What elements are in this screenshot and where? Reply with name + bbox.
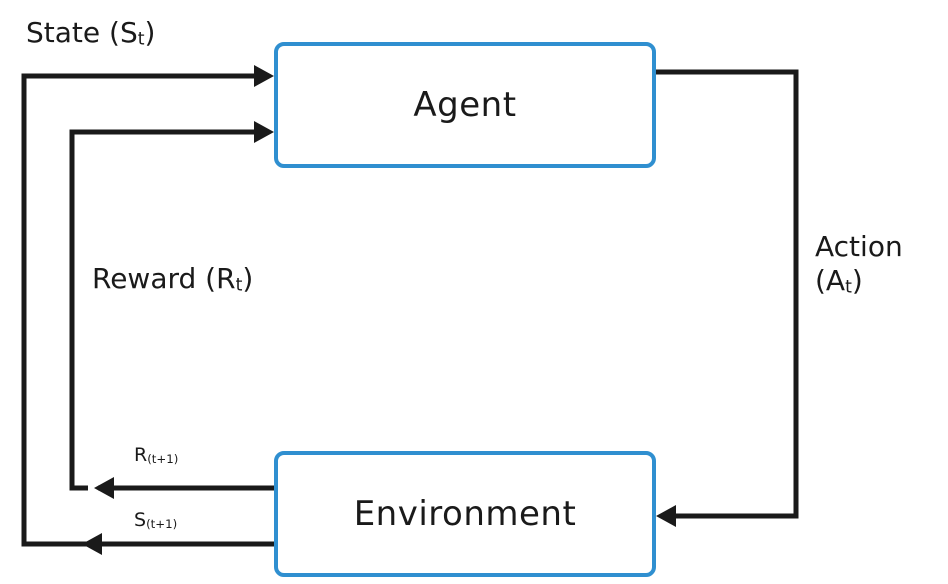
action-label-close: ) [851, 263, 863, 297]
action-arrow [656, 69, 799, 519]
next-reward-text: R [134, 444, 148, 466]
state-arrowhead [254, 65, 274, 87]
state-label-close: ) [144, 16, 156, 49]
action-label-open: (A [815, 263, 846, 297]
action-arrowhead [656, 505, 676, 527]
reward-label-sub: t [235, 275, 243, 296]
next-state-text: S [134, 509, 147, 531]
reward-label-text: Reward (R [92, 262, 236, 295]
environment-label: Environment [353, 494, 577, 534]
state-label: State (St) [26, 16, 155, 50]
reward-return-line [69, 129, 262, 491]
environment-node: Environment [274, 451, 656, 577]
agent-node: Agent [274, 42, 656, 168]
action-label-sub: t [845, 277, 852, 298]
action-label: Action (At) [815, 230, 903, 298]
reward-arrowhead [254, 121, 274, 143]
reward-label: Reward (Rt) [92, 262, 253, 296]
agent-label: Agent [413, 85, 517, 125]
next-reward-arrowhead [94, 477, 114, 499]
action-label-line1: Action [815, 230, 903, 263]
next-reward-sub: (t+1) [147, 451, 179, 466]
next-reward-label: R(t+1) [134, 444, 178, 466]
state-label-sub: t [137, 29, 145, 50]
next-state-arrowhead [82, 533, 102, 555]
state-label-text: State (S [26, 16, 138, 49]
state-arrow [21, 73, 274, 547]
action-label-line2: (At) [815, 264, 903, 298]
reward-label-close: ) [242, 262, 254, 295]
next-state-sub: (t+1) [146, 516, 178, 531]
next-state-label: S(t+1) [134, 509, 177, 531]
